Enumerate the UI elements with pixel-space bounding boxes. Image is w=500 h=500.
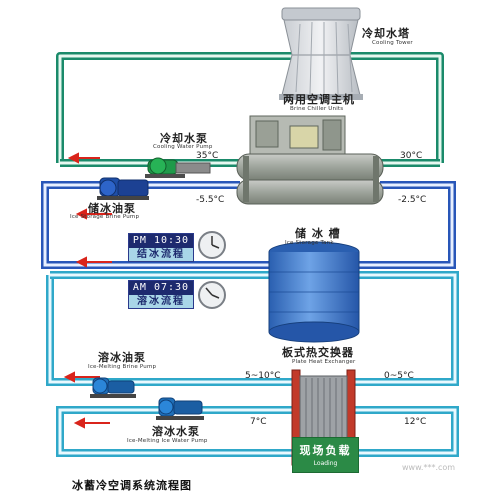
chiller-label: 两用空调主机 (283, 93, 355, 106)
cooling-tower-label: 冷却水塔 (362, 27, 410, 40)
melting-brine-pump-sublabel: Ice-Melting Brine Pump (88, 364, 157, 370)
storage-pump-sublabel: Ice Storage Brine Pump (70, 214, 140, 220)
clock-am-label: 溶冰流程 (129, 295, 193, 308)
loading-box: 现场负载 Loading (292, 437, 359, 473)
temp-12: 12°C (404, 417, 427, 427)
chiller-sublabel: Brine Chiller Units (290, 106, 344, 112)
temp-7: 7°C (250, 417, 267, 427)
arrow-melting (63, 371, 100, 383)
temp-5-10: 5~10°C (245, 371, 281, 381)
clock-pm-label: 结冰流程 (129, 248, 193, 261)
ice-storage-tank (268, 241, 360, 343)
chiller-unit (236, 115, 384, 205)
clock-pm-time: PM 10:30 (129, 234, 193, 248)
temp-35: 35°C (196, 151, 219, 161)
temp-30: 30°C (400, 151, 423, 161)
ice-water-pump (156, 397, 204, 420)
loading-sublabel: Loading (313, 460, 338, 467)
watermark: www.***.com (402, 463, 456, 472)
melting-brine-pump (90, 377, 136, 398)
temp-minus-5-5: -5.5°C (196, 195, 225, 205)
clock-am-panel: AM 07:30 溶冰流程 (128, 280, 194, 309)
cooling-pump-label: 冷却水泵 (160, 132, 208, 145)
flow-arrows (63, 152, 112, 429)
temp-0-5: 0~5°C (384, 371, 414, 381)
storage-tank-label: 储 冰 槽 (295, 227, 341, 240)
arrow-cooling (67, 152, 100, 164)
arrow-ice-water (73, 417, 110, 429)
heat-exchanger-label: 板式热交换器 (282, 346, 354, 359)
cooling-pump-sublabel: Cooling Water Pump (153, 144, 213, 150)
cooling-water-pump (145, 157, 211, 178)
heat-exchanger-sublabel: Plate Heat Exchanger (292, 359, 356, 365)
loading-label: 现场负载 (299, 444, 352, 457)
arrow-brine-top (75, 208, 112, 220)
diagram-title: 冰蓄冷空调系统流程图 (72, 479, 192, 492)
brine-storage-pump (97, 177, 149, 200)
cooling-tower-sublabel: Cooling Tower (372, 40, 413, 46)
ice-water-pump-sublabel: Ice-Melting Ice Water Pump (127, 438, 208, 444)
clock-pm-panel: PM 10:30 结冰流程 (128, 233, 194, 262)
clock-icon-2 (198, 281, 226, 309)
arrow-brine-bottom (75, 256, 112, 268)
brine-loop (41, 181, 456, 269)
cooling-tower (279, 7, 363, 100)
storage-tank-sublabel: Ice Storage Tank (285, 240, 334, 246)
clock-icon (198, 231, 226, 259)
temp-minus-2-5: -2.5°C (398, 195, 427, 205)
storage-pump-label: 储冰油泵 (88, 202, 136, 215)
ice-water-pump-label: 溶冰水泵 (152, 425, 200, 438)
melting-loop (46, 271, 459, 386)
clock-am-time: AM 07:30 (129, 281, 193, 295)
melting-brine-pump-label: 溶冰油泵 (98, 351, 146, 364)
